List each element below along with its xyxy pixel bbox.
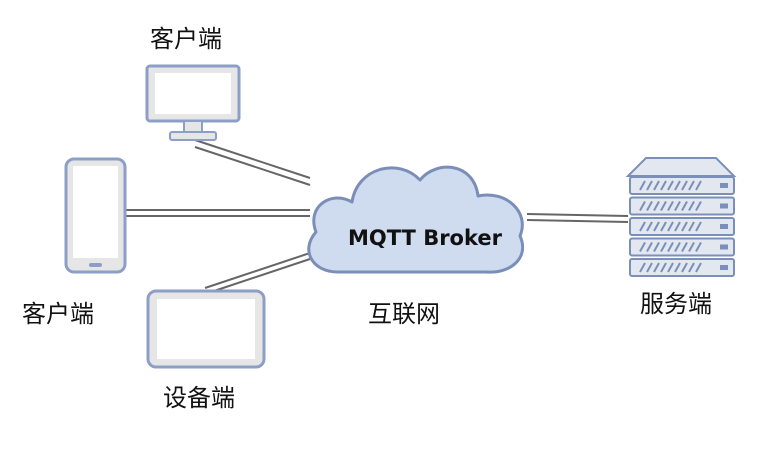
desktop-client-label: 客户端 [150,25,222,53]
network-label: 互联网 [368,300,440,328]
server-unit [629,258,735,277]
mobile-client-label: 客户端 [22,300,94,328]
server-label: 服务端 [640,290,712,318]
server-rack-icon [625,157,737,277]
monitor-icon [145,64,241,141]
cloud-icon [307,165,525,274]
server-unit [629,237,735,257]
device-label: 设备端 [163,384,235,412]
link-mobile-client-to-broker [126,209,310,217]
tablet-icon [146,289,266,369]
link-broker-to-server [526,213,629,223]
server-unit [629,176,735,195]
link-device-to-broker [204,252,311,295]
server-unit [629,196,735,216]
phone-icon [64,157,127,274]
broker-label: MQTT Broker [348,226,502,250]
server-unit [629,217,735,236]
link-desktop-client-to-broker [194,139,311,186]
